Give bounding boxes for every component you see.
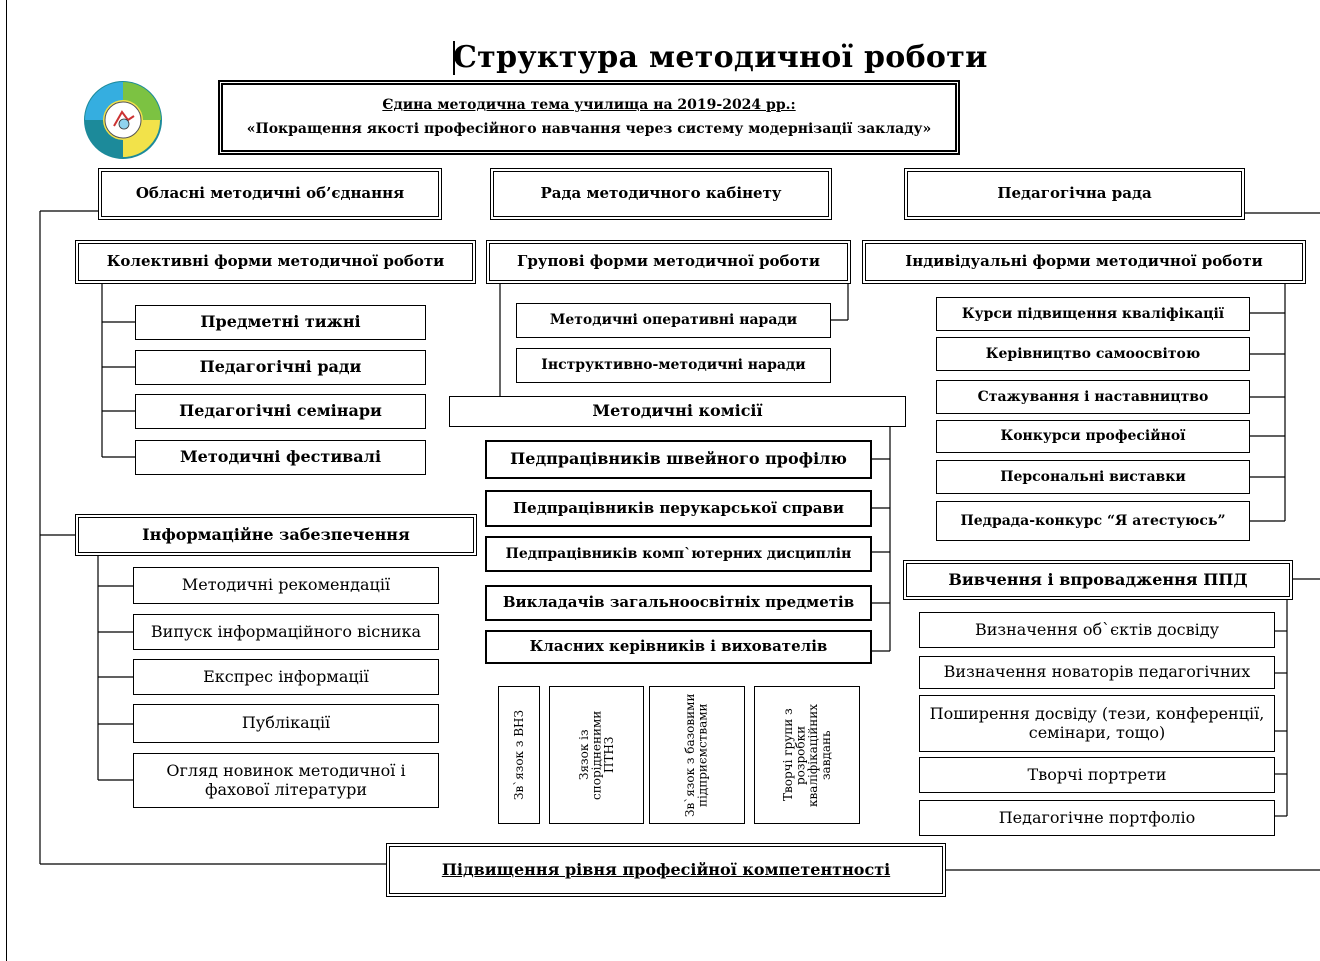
vertical-item: Зязок із спорідненими ПТНЗ [549,686,644,824]
ppd-item: Поширення досвіду (тези, конференції, се… [919,695,1275,752]
info-item: Публікації [133,704,439,743]
group-forms-box: Групові форми методичної роботи [486,240,851,284]
diagram-title: Структура методичної роботи [453,40,988,75]
ppd-box: Вивчення і впровадження ППД [903,560,1293,600]
ppd-item: Визначення об`єктів досвіду [919,612,1275,648]
page-edge-line [6,0,7,961]
commission-item: Педпрацівників перукарської справи [485,490,872,527]
individual-forms-box: Індивідуальні форми методичної роботи [862,240,1306,284]
ppd-item: Педагогічне портфоліо [919,800,1275,836]
competence-box: Підвищення рівня професійної компетентно… [386,843,946,897]
individual-item: Педрада-конкурс “Я атестуюсь” [936,501,1250,541]
ppd-item: Визначення новаторів педагогічних [919,656,1275,689]
commission-item: Педпрацівників швейного профілю [485,440,872,479]
individual-item: Керівництво самоосвітою [936,337,1250,371]
collective-item: Педагогічні семінари [135,394,426,429]
vertical-item: Зв`язок з базовими підприємствами [649,686,745,824]
info-item: Експрес інформації [133,659,439,695]
vertical-item: Творчі групи з розробки кваліфікаційних … [754,686,860,824]
text-cursor [453,41,455,75]
individual-item: Конкурси професійної [936,420,1250,453]
individual-item: Курси підвищення кваліфікації [936,297,1250,331]
methodical-theme-box: Єдина методична тема училища на 2019-202… [218,80,960,155]
collective-item: Предметні тижні [135,305,426,340]
pedagogical-council-box: Педагогічна рада [904,168,1245,220]
commission-item: Класних керівників і вихователів [485,630,872,664]
theme-line-1: Єдина методична тема училища на 2019-202… [382,96,796,113]
group-item: Методичні оперативні наради [516,303,831,338]
commission-item: Викладачів загальноосвітніх предметів [485,585,872,621]
collective-item: Методичні фестивалі [135,440,426,475]
vertical-item: Зв`язок з ВНЗ [498,686,540,824]
ppd-item: Творчі портрети [919,757,1275,793]
cabinet-council-box: Рада методичного кабінету [490,168,832,220]
info-support-box: Інформаційне забезпечення [75,514,477,556]
collective-forms-box: Колективні форми методичної роботи [75,240,476,284]
college-logo [84,81,162,159]
regional-associations-box: Обласні методичні об’єднання [98,168,442,220]
individual-item: Стажування і наставництво [936,380,1250,414]
theme-line-2: «Покращення якості професійного навчання… [246,120,932,137]
commission-item: Педпрацівників комп`ютерних дисциплін [485,536,872,572]
group-item: Інструктивно-методичні наради [516,348,831,383]
methodical-commissions-box: Методичні комісії [449,396,906,427]
info-item: Огляд новинок методичної і фахової літер… [133,753,439,808]
info-item: Випуск інформаційного вісника [133,614,439,650]
collective-item: Педагогічні ради [135,350,426,385]
individual-item: Персональні виставки [936,460,1250,494]
info-item: Методичні рекомендації [133,567,439,604]
